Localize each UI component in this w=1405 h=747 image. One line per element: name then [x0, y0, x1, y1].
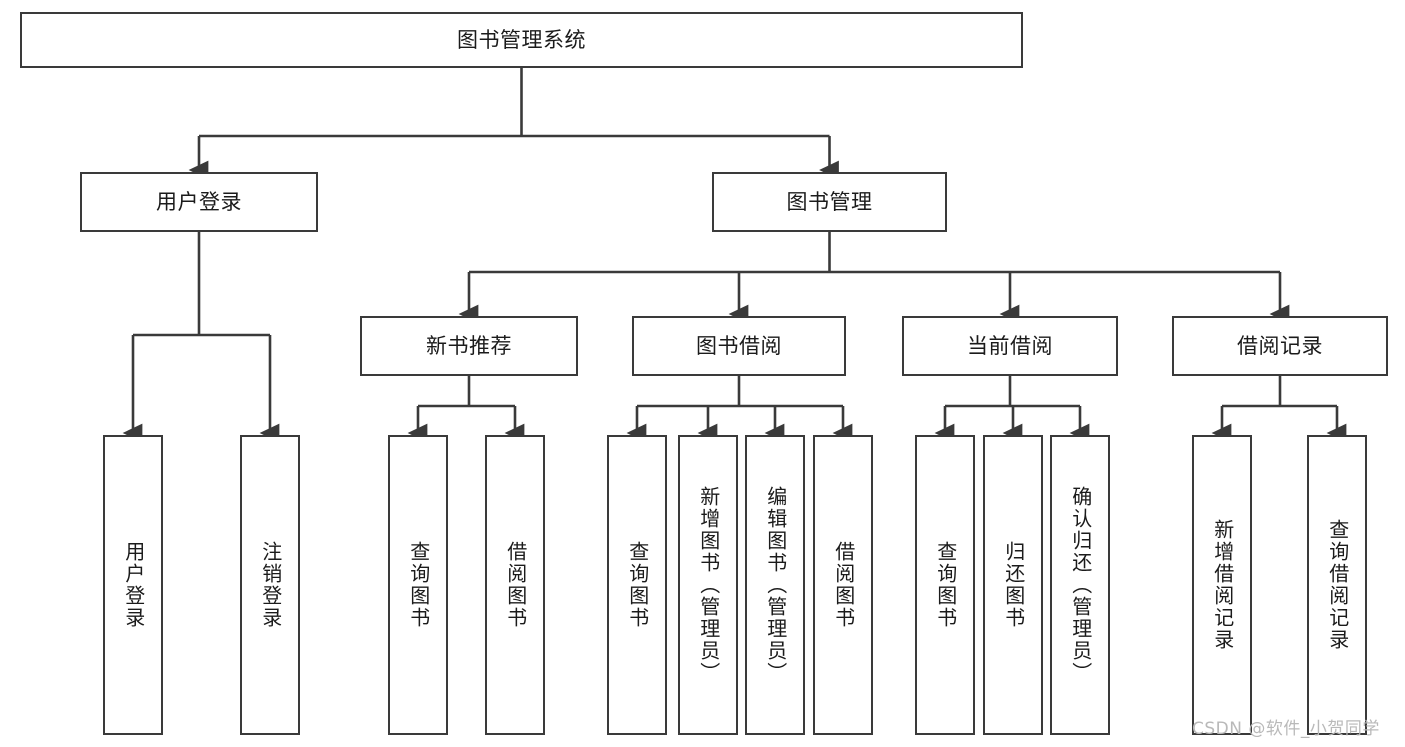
node-label: 查询借阅记录	[1325, 519, 1350, 651]
node-leaf-cur-query[interactable]: 查询图书	[915, 435, 975, 735]
node-user-login[interactable]: 用户登录	[80, 172, 318, 232]
node-leaf-rcd-query[interactable]: 查询借阅记录	[1307, 435, 1367, 735]
node-label: 图书借阅	[696, 333, 782, 358]
node-label: 借阅图书	[503, 541, 528, 629]
node-book-borrow[interactable]: 图书借阅	[632, 316, 846, 376]
node-label: 图书管理	[786, 189, 873, 214]
node-leaf-rec-query[interactable]: 查询图书	[388, 435, 448, 735]
node-label: 当前借阅	[967, 333, 1053, 358]
node-new-book-rec[interactable]: 新书推荐	[360, 316, 578, 376]
node-leaf-user-login[interactable]: 用户登录	[103, 435, 163, 735]
node-label: 借阅图书	[831, 541, 856, 629]
node-label: 新增图书（管理员）	[696, 486, 721, 684]
node-leaf-cur-confirm[interactable]: 确认归还（管理员）	[1050, 435, 1110, 735]
node-label: 借阅记录	[1237, 333, 1323, 358]
node-label: 新增借阅记录	[1210, 519, 1235, 651]
node-label: 新书推荐	[426, 333, 512, 358]
node-leaf-brw-query[interactable]: 查询图书	[607, 435, 667, 735]
node-label: 归还图书	[1001, 541, 1026, 629]
node-leaf-user-logout[interactable]: 注销登录	[240, 435, 300, 735]
node-label: 注销登录	[258, 541, 283, 629]
node-label: 确认归还（管理员）	[1068, 486, 1093, 684]
node-leaf-brw-edit[interactable]: 编辑图书（管理员）	[745, 435, 805, 735]
node-label: 用户登录	[156, 189, 242, 214]
node-label: 编辑图书（管理员）	[763, 486, 788, 684]
node-label: 用户登录	[121, 541, 146, 629]
node-label: 查询图书	[933, 541, 958, 629]
node-label: 图书管理系统	[457, 27, 586, 52]
node-label: 查询图书	[406, 541, 431, 629]
node-leaf-rec-borrow[interactable]: 借阅图书	[485, 435, 545, 735]
node-current-borrow[interactable]: 当前借阅	[902, 316, 1118, 376]
node-root[interactable]: 图书管理系统	[20, 12, 1023, 68]
node-leaf-brw-add[interactable]: 新增图书（管理员）	[678, 435, 738, 735]
node-label: 查询图书	[625, 541, 650, 629]
node-leaf-rcd-add[interactable]: 新增借阅记录	[1192, 435, 1252, 735]
node-book-manage[interactable]: 图书管理	[712, 172, 947, 232]
node-borrow-record[interactable]: 借阅记录	[1172, 316, 1388, 376]
node-leaf-cur-return[interactable]: 归还图书	[983, 435, 1043, 735]
node-leaf-brw-borrow[interactable]: 借阅图书	[813, 435, 873, 735]
